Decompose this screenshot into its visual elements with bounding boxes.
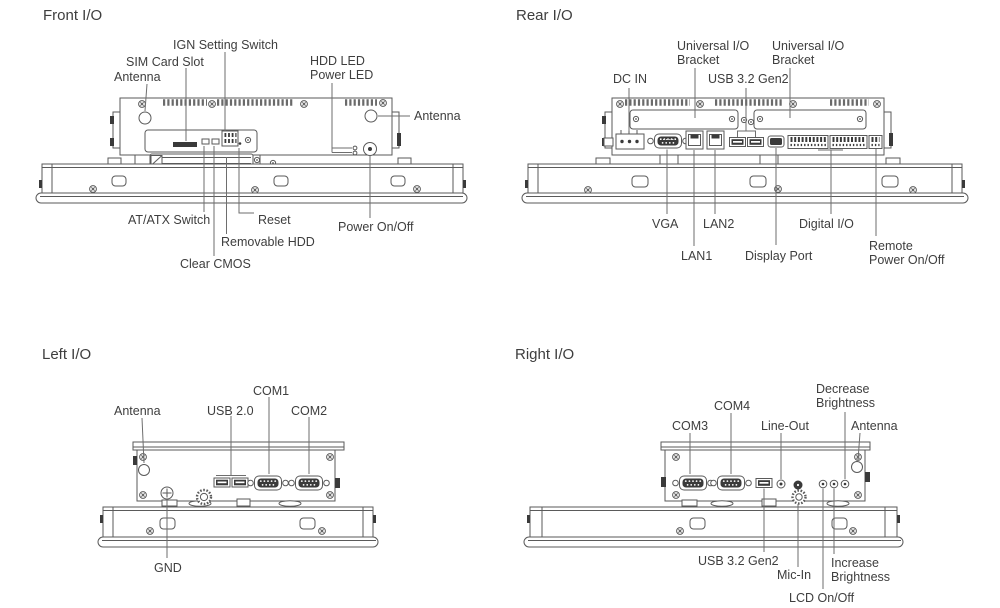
left-panel xyxy=(97,506,379,548)
sim-card-slot xyxy=(173,142,197,147)
label-right-usb32: USB 3.2 Gen2 xyxy=(698,554,779,568)
label-front-antenna-left: Antenna xyxy=(114,70,161,84)
lan2-port xyxy=(706,130,725,150)
dc-in-terminal xyxy=(603,130,645,150)
power-button xyxy=(363,142,377,156)
label-clear-cmos: Clear CMOS xyxy=(180,257,251,271)
label-ign-setting-switch: IGN Setting Switch xyxy=(173,38,278,52)
thumb-screw-center xyxy=(199,492,209,502)
label-com3: COM3 xyxy=(672,419,709,433)
label-mic-in: Mic-In xyxy=(777,568,812,582)
label-com2: COM2 xyxy=(291,404,328,418)
universal-io-bracket-right xyxy=(753,109,867,130)
universal-io-bracket-left xyxy=(629,109,739,130)
rear-panel xyxy=(521,163,969,204)
label-reset: Reset xyxy=(258,213,291,227)
left-io-title: Left I/O xyxy=(42,346,92,363)
rear-usb-port-1 xyxy=(729,137,746,147)
display-port xyxy=(767,135,785,148)
ign-dip-switch xyxy=(221,130,239,147)
front-antenna-right-connector xyxy=(364,109,378,123)
rear-io-title: Rear I/O xyxy=(516,7,573,24)
digital-io-terminal xyxy=(787,135,868,149)
led-indicators xyxy=(331,83,358,156)
label-rear-usb32: USB 3.2 Gen2 xyxy=(708,72,789,86)
label-at-atx-switch: AT/ATX Switch xyxy=(128,213,211,227)
label-hdd-led: HDD LED xyxy=(310,54,365,68)
label-lan2: LAN2 xyxy=(703,217,735,231)
label-front-antenna-right: Antenna xyxy=(414,109,461,123)
label-right-antenna: Antenna xyxy=(851,419,898,433)
usb32-port xyxy=(755,478,773,488)
gnd-screw xyxy=(160,486,174,500)
right-antenna-connector xyxy=(851,461,863,473)
front-panel xyxy=(35,163,468,204)
usb2-port-1 xyxy=(213,477,231,488)
label-lcd-on-off: LCD On/Off xyxy=(789,591,855,605)
right-io-drawing xyxy=(523,412,904,589)
rear-usb-port-2 xyxy=(747,137,764,147)
reset-pinhole xyxy=(238,142,242,145)
left-antenna-connector xyxy=(138,464,150,476)
right-chassis xyxy=(660,441,871,507)
label-display-port: Display Port xyxy=(745,249,813,263)
front-io-title: Front I/O xyxy=(43,7,103,24)
label-vga: VGA xyxy=(652,217,679,231)
right-io-title: Right I/O xyxy=(515,346,575,363)
decrease-brightness-button xyxy=(840,479,850,489)
sim-hdd-bay xyxy=(144,129,258,153)
front-leader-lines xyxy=(144,52,410,256)
label-digital-io: Digital I/O xyxy=(799,217,854,231)
label-gnd: GND xyxy=(154,561,182,575)
power-led xyxy=(352,150,358,156)
label-com1: COM1 xyxy=(253,384,290,398)
line-out-jack xyxy=(776,479,786,489)
rear-io-drawing xyxy=(521,68,969,246)
label-left-antenna: Antenna xyxy=(114,404,161,418)
label-sim-card-slot: SIM Card Slot xyxy=(126,55,204,69)
label-com4: COM4 xyxy=(714,399,751,413)
left-leader-lines xyxy=(141,397,310,558)
vga-port xyxy=(647,133,689,149)
label-lan1: LAN1 xyxy=(681,249,713,263)
label-universal-bracket-left: Universal I/O Bracket xyxy=(677,39,750,67)
label-universal-bracket-right: Universal I/O Bracket xyxy=(772,39,845,67)
label-line-out: Line-Out xyxy=(761,419,809,433)
label-usb20: USB 2.0 xyxy=(207,404,254,418)
lcd-on-off-button xyxy=(818,479,828,489)
label-dc-in: DC IN xyxy=(613,72,648,86)
lan1-port xyxy=(685,130,704,150)
mic-knurled-nut-center xyxy=(795,493,803,501)
label-decrease-brightness: Decrease Brightness xyxy=(816,382,876,410)
left-io-drawing xyxy=(97,397,379,558)
front-io-drawing xyxy=(35,52,468,256)
rear-leader-lines xyxy=(628,68,877,246)
increase-brightness-button xyxy=(829,479,839,489)
usb2-port-2 xyxy=(231,477,249,488)
right-leader-lines xyxy=(689,412,861,589)
label-remote-power: Remote Power On/Off xyxy=(869,239,945,267)
mic-in-jack xyxy=(793,480,803,490)
remote-power-terminal xyxy=(868,135,883,149)
at-atx-switch xyxy=(201,138,210,145)
right-panel xyxy=(523,506,904,548)
label-power-led: Power LED xyxy=(310,68,374,82)
front-antenna-left-connector xyxy=(138,111,152,125)
label-power-on-off: Power On/Off xyxy=(338,220,414,234)
label-removable-hdd: Removable HDD xyxy=(221,235,315,249)
label-increase-brightness: Increase Brightness xyxy=(831,556,891,584)
hdd-led xyxy=(352,145,358,151)
clear-cmos-jumper xyxy=(211,138,220,145)
